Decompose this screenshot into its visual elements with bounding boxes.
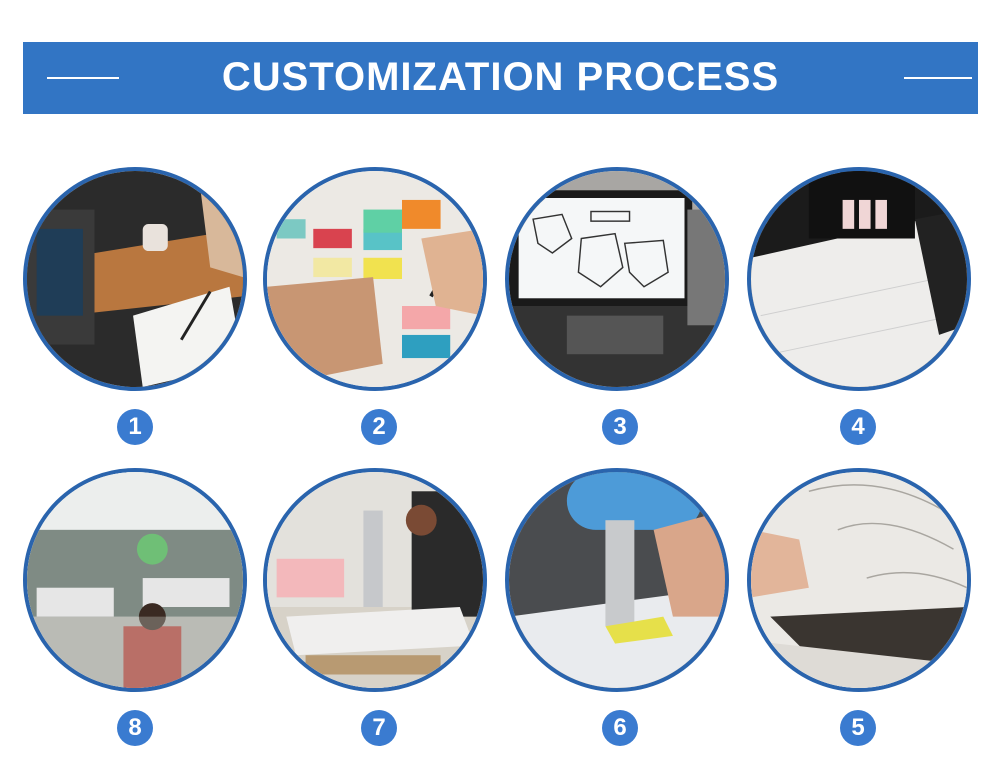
title-banner: CUSTOMIZATION PROCESS (23, 42, 978, 114)
step-8: 8 (23, 468, 255, 768)
step-8-photo-sewing-workshop (23, 468, 247, 692)
banner-left-rule (47, 77, 119, 79)
step-4-photo-pattern-plotter (747, 167, 971, 391)
step-6-number-badge: 6 (602, 710, 638, 746)
step-7: 7 (263, 468, 495, 768)
step-3-photo-cad-pattern (505, 167, 729, 391)
step-7-photo-fabric-cutting (263, 468, 487, 692)
step-1-number-badge: 1 (117, 409, 153, 445)
step-2: 2 (263, 167, 495, 467)
step-4-number-badge: 4 (840, 409, 876, 445)
banner-right-rule (904, 77, 972, 79)
step-5-number-badge: 5 (840, 710, 876, 746)
step-3: 3 (505, 167, 737, 467)
step-7-number-badge: 7 (361, 710, 397, 746)
step-2-number-badge: 2 (361, 409, 397, 445)
step-3-number-badge: 3 (602, 409, 638, 445)
step-1: 1 (23, 167, 255, 467)
page-title: CUSTOMIZATION PROCESS (221, 55, 780, 99)
step-6: 6 (505, 468, 737, 768)
step-4: 4 (747, 167, 979, 467)
step-1-photo-design-sketch (23, 167, 247, 391)
step-5-photo-pattern-check (747, 468, 971, 692)
step-8-number-badge: 8 (117, 710, 153, 746)
step-5: 5 (747, 468, 979, 768)
step-2-photo-fabric-selection (263, 167, 487, 391)
step-6-photo-sewing-closeup (505, 468, 729, 692)
